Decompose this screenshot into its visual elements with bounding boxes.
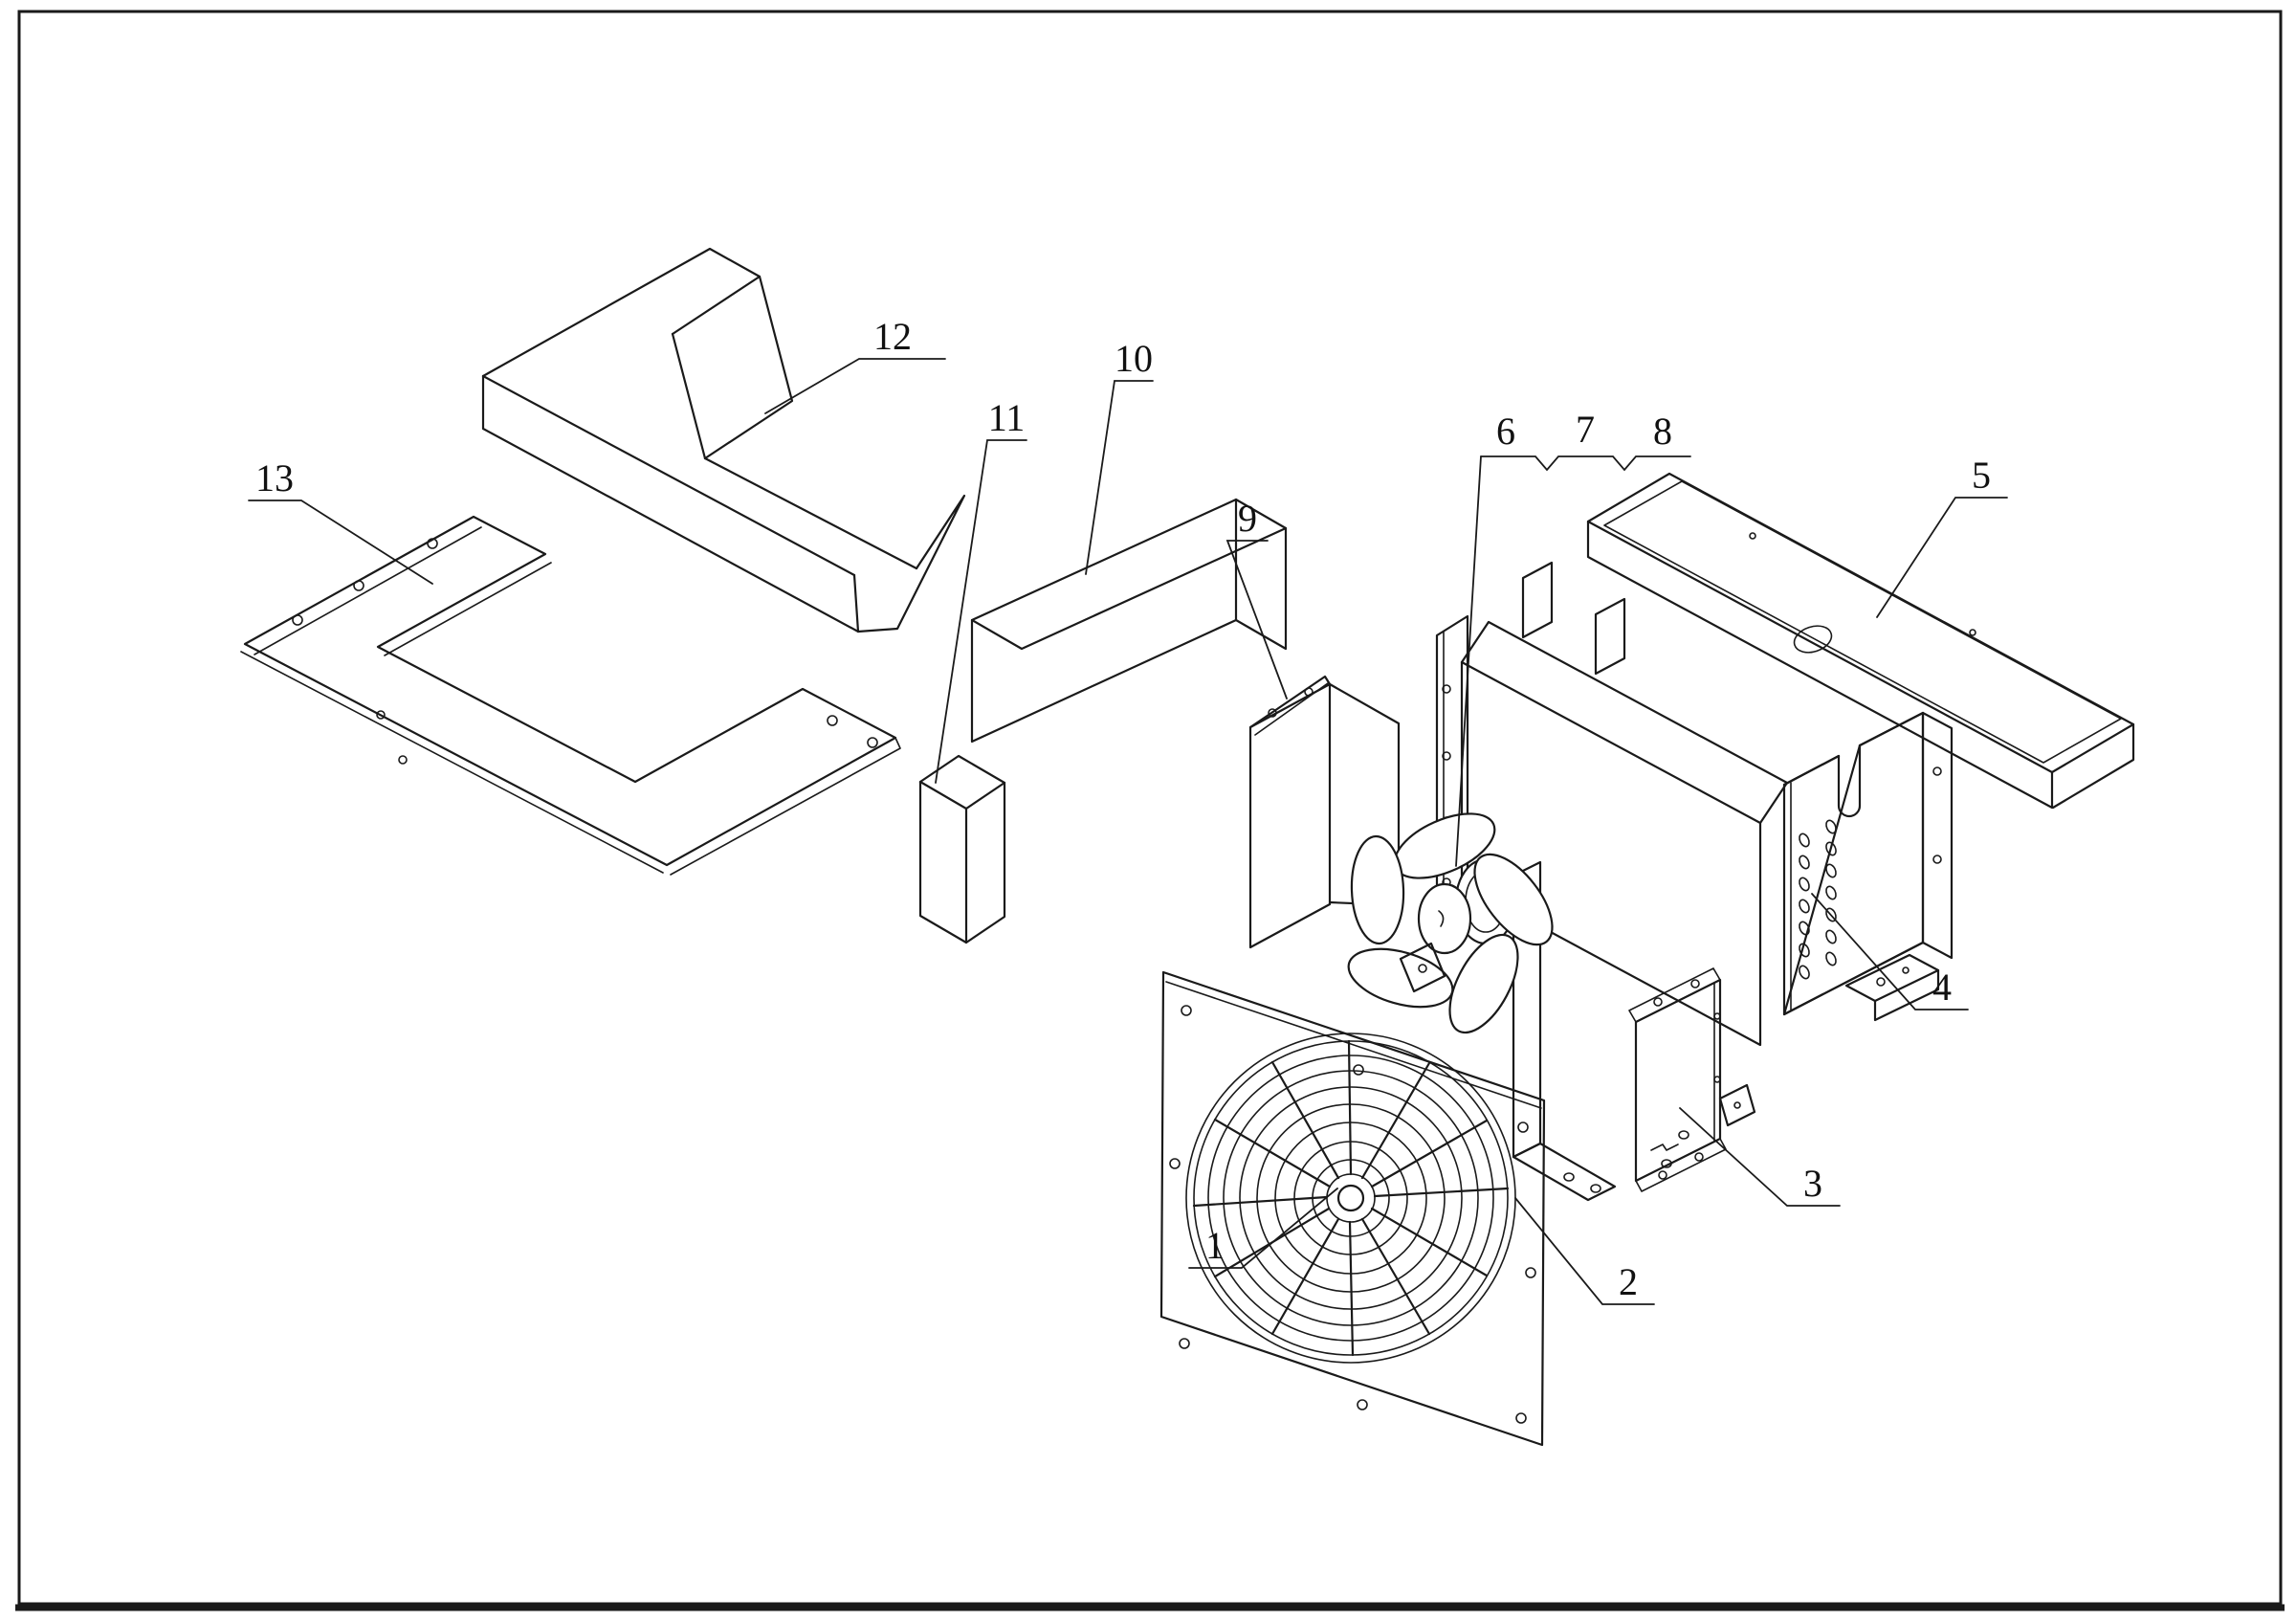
leader-4 <box>1811 893 1969 1010</box>
part-label-5: 5 <box>1972 454 1991 497</box>
fan-propeller <box>1347 812 1554 1034</box>
leader-6-7-8 <box>1455 455 1482 867</box>
part-11-spacer-block <box>918 754 1006 944</box>
leader-12 <box>764 358 946 414</box>
part-label-1: 1 <box>1205 1224 1225 1267</box>
fan-motor-bracket-assembly <box>1347 812 1617 1202</box>
leader-3 <box>1679 1107 1841 1207</box>
leader-11 <box>935 439 1027 784</box>
leader-5 <box>1876 497 2008 618</box>
part-label-4: 4 <box>1932 966 1952 1009</box>
part-2-front-panel <box>1159 970 1546 1447</box>
part-label-9: 9 <box>1238 497 1257 540</box>
tube-holes <box>1799 819 1837 980</box>
part-10-wedge-block <box>970 498 1288 744</box>
part-label-13: 13 <box>255 456 294 500</box>
part-label-3: 3 <box>1803 1162 1822 1205</box>
leader-2 <box>1514 1197 1655 1305</box>
leader-9 <box>1225 540 1288 699</box>
part-13-base-panel <box>240 515 901 876</box>
cable-cutout <box>1650 1144 1679 1151</box>
leader-6-7-8-bracket <box>1480 455 1691 472</box>
leader-lines <box>248 358 2008 1305</box>
part-label-11: 11 <box>988 396 1026 439</box>
part-5-top-tray <box>1586 472 2135 810</box>
drawing-border <box>15 10 2285 1611</box>
grille-hub <box>1336 1184 1365 1212</box>
part-label-2: 2 <box>1619 1260 1638 1303</box>
part-label-7: 7 <box>1576 408 1595 451</box>
part-label-8: 8 <box>1653 410 1672 453</box>
part-labels: 1 2 3 4 5 6 7 8 9 10 11 12 13 <box>255 315 1991 1303</box>
part-label-6: 6 <box>1496 410 1515 453</box>
part-1-fan-grille <box>1185 1033 1516 1364</box>
part-3-side-panel <box>1628 967 1756 1192</box>
part-4-coil-end-plate <box>1782 711 1954 1022</box>
leader-10 <box>1085 380 1154 575</box>
part-label-10: 10 <box>1115 337 1153 380</box>
part-label-12: 12 <box>873 315 912 358</box>
leader-1 <box>1188 1188 1338 1269</box>
leader-13 <box>248 500 433 585</box>
part-12-foam-duct-block <box>481 247 966 633</box>
